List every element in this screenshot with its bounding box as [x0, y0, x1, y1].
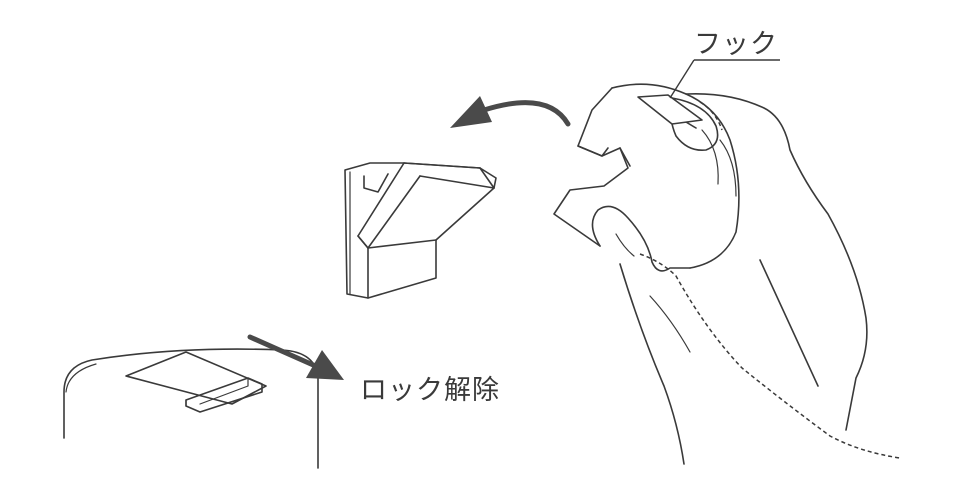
device-body — [63, 348, 319, 469]
hook-piece — [344, 162, 497, 299]
lock-slot — [125, 351, 267, 413]
unlock-label: ロック解除 — [360, 375, 500, 406]
rotation-arrow — [450, 96, 571, 128]
unlock-arrow — [247, 334, 344, 380]
hook-tab — [637, 94, 703, 125]
hook-callout-leader — [669, 59, 780, 99]
hook-label: フック — [694, 29, 778, 60]
hand — [553, 83, 901, 465]
